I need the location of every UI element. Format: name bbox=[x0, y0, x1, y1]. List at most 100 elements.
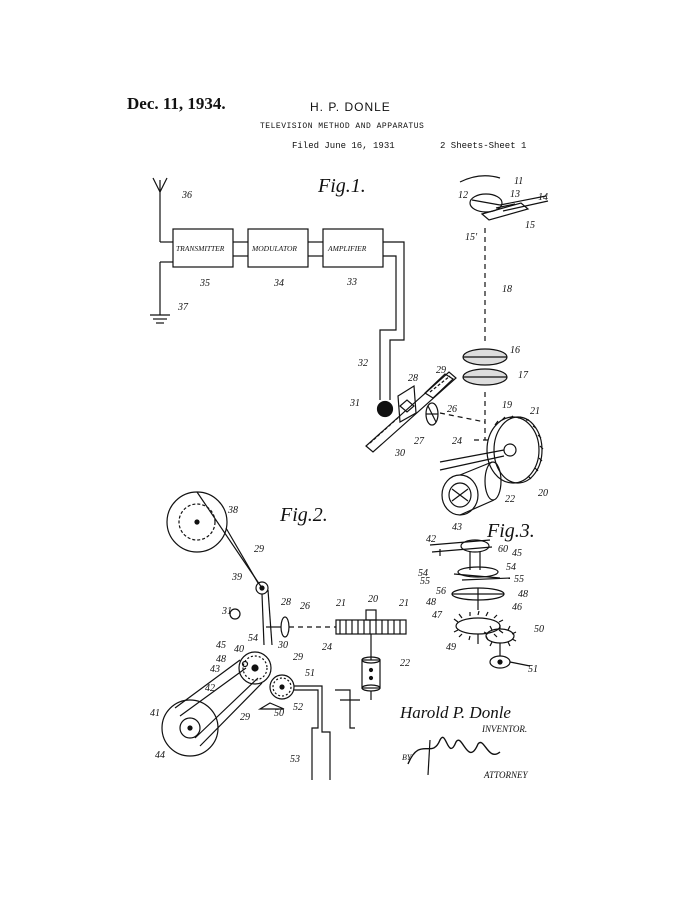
f2-ref-21b: 21 bbox=[399, 598, 409, 609]
amplifier-label: AMPLIFIER bbox=[327, 244, 367, 253]
f3-ref-45: 45 bbox=[512, 548, 522, 559]
figure-3: Fig.3. bbox=[429, 520, 535, 669]
f2-ref-20: 20 bbox=[368, 594, 378, 605]
fig1-reference-numerals: 36 37 35 34 33 32 31 28 29 26 27 30 24 1… bbox=[177, 176, 548, 505]
ref-15: 15 bbox=[525, 220, 535, 231]
f2-ref-48: 48 bbox=[216, 654, 226, 665]
photocell bbox=[376, 400, 394, 418]
f3-ref-50: 50 bbox=[534, 624, 544, 635]
f2-ref-54: 54 bbox=[248, 633, 258, 644]
f3-ref-43: 43 bbox=[452, 522, 462, 533]
ground-symbol bbox=[150, 314, 170, 324]
film-strip bbox=[365, 371, 457, 453]
ref-20: 20 bbox=[538, 488, 548, 499]
fig2-label: Fig.2. bbox=[279, 504, 328, 526]
ref-36: 36 bbox=[181, 190, 192, 201]
f2-ref-22: 22 bbox=[400, 658, 410, 669]
fig3-reference-numerals: 43 42 60 45 54 54 55 55 56 48 48 46 47 5… bbox=[418, 522, 544, 675]
ref-33: 33 bbox=[346, 277, 357, 288]
photocell-fig2 bbox=[229, 608, 241, 620]
attorney-label: ATTORNEY bbox=[483, 770, 529, 780]
f2-ref-51: 51 bbox=[305, 668, 315, 679]
f2-ref-53: 53 bbox=[290, 754, 300, 765]
ref-14: 14 bbox=[538, 192, 548, 203]
f3-ref-56: 56 bbox=[436, 586, 446, 597]
ref-35: 35 bbox=[199, 278, 210, 289]
f3-ref-46: 46 bbox=[512, 602, 522, 613]
f2-ref-26: 26 bbox=[300, 601, 310, 612]
f2-ref-28: 28 bbox=[281, 597, 291, 608]
f3-ref-54: 54 bbox=[418, 568, 428, 579]
f2-ref-31: 31 bbox=[221, 606, 232, 617]
f2-ref-42: 42 bbox=[205, 683, 215, 694]
f3-ref-48b: 48 bbox=[518, 589, 528, 600]
transmitter-label: TRANSMITTER bbox=[176, 244, 225, 253]
f3-ref-60: 60 bbox=[498, 544, 508, 555]
inventor-name: H. P. DONLE bbox=[310, 100, 391, 114]
f2-ref-52: 52 bbox=[293, 702, 303, 713]
f2-ref-24: 24 bbox=[322, 642, 332, 653]
ref-16: 16 bbox=[510, 345, 520, 356]
ref-18: 18 bbox=[502, 284, 512, 295]
f2-ref-41: 41 bbox=[150, 708, 160, 719]
f3-ref-48: 48 bbox=[426, 597, 436, 608]
f2-ref-29a: 29 bbox=[254, 544, 264, 555]
modulator-block bbox=[247, 228, 309, 268]
f2-ref-39: 39 bbox=[231, 572, 242, 583]
amplifier-block bbox=[322, 228, 384, 268]
fig3-label: Fig.3. bbox=[486, 520, 535, 542]
take-up-reel bbox=[161, 699, 219, 757]
f2-ref-21a: 21 bbox=[336, 598, 346, 609]
ref-21: 21 bbox=[530, 406, 540, 417]
ref-13: 13 bbox=[510, 189, 520, 200]
f2-ref-50: 50 bbox=[274, 708, 284, 719]
ref-32: 32 bbox=[357, 358, 368, 369]
by-label: BY bbox=[402, 753, 413, 762]
f2-ref-44: 44 bbox=[155, 750, 165, 761]
inventor-signature: Harold P. Donle bbox=[399, 703, 511, 722]
f3-ref-47: 47 bbox=[432, 610, 443, 621]
ref-29: 29 bbox=[436, 365, 446, 376]
intermittent-gear bbox=[238, 651, 272, 685]
ref-37: 37 bbox=[177, 302, 189, 313]
ref-30: 30 bbox=[394, 448, 405, 459]
drive-gear-48 bbox=[269, 674, 295, 700]
ref-22: 22 bbox=[505, 494, 515, 505]
belt-drive bbox=[161, 659, 263, 757]
bracket-50 bbox=[257, 702, 285, 710]
f3-ref-49: 49 bbox=[446, 642, 456, 653]
pulley-51 bbox=[489, 655, 531, 669]
lamp-assembly bbox=[459, 175, 549, 221]
scanning-drum-side bbox=[335, 609, 407, 660]
f3-ref-55: 55 bbox=[420, 576, 430, 587]
condenser-lenses bbox=[462, 348, 508, 386]
ref-17: 17 bbox=[518, 370, 529, 381]
ref-26: 26 bbox=[447, 404, 457, 415]
f2-ref-43: 43 bbox=[210, 664, 220, 675]
antenna bbox=[152, 177, 173, 315]
ref-11: 11 bbox=[514, 176, 523, 187]
transmitter-block bbox=[172, 228, 234, 268]
disc-56 bbox=[451, 587, 505, 610]
fig1-label: Fig.1. bbox=[317, 175, 366, 197]
filed-date: Filed June 16, 1931 bbox=[292, 141, 395, 151]
sheet-count: 2 Sheets-Sheet 1 bbox=[440, 141, 527, 151]
signature-block: Harold P. Donle INVENTOR. BY ATTORNEY bbox=[399, 703, 529, 780]
f2-ref-45: 45 bbox=[216, 640, 226, 651]
ref-15-prime: 15' bbox=[465, 232, 478, 243]
f3-ref-51: 51 bbox=[528, 664, 538, 675]
arm-assembly bbox=[429, 539, 493, 570]
f2-ref-40: 40 bbox=[234, 644, 244, 655]
patent-date: Dec. 11, 1934. bbox=[127, 94, 226, 113]
light-path bbox=[439, 228, 490, 441]
f2-ref-29b: 29 bbox=[293, 652, 303, 663]
patent-title: TELEVISION METHOD AND APPARATUS bbox=[260, 122, 425, 131]
gear-50 bbox=[483, 625, 517, 656]
modulator-label: MODULATOR bbox=[251, 244, 297, 253]
f2-ref-30: 30 bbox=[277, 640, 288, 651]
gear-47 bbox=[453, 610, 504, 644]
f3-ref-54b: 54 bbox=[506, 562, 516, 573]
scanning-drum bbox=[439, 415, 544, 484]
lens-fig2 bbox=[280, 616, 290, 638]
